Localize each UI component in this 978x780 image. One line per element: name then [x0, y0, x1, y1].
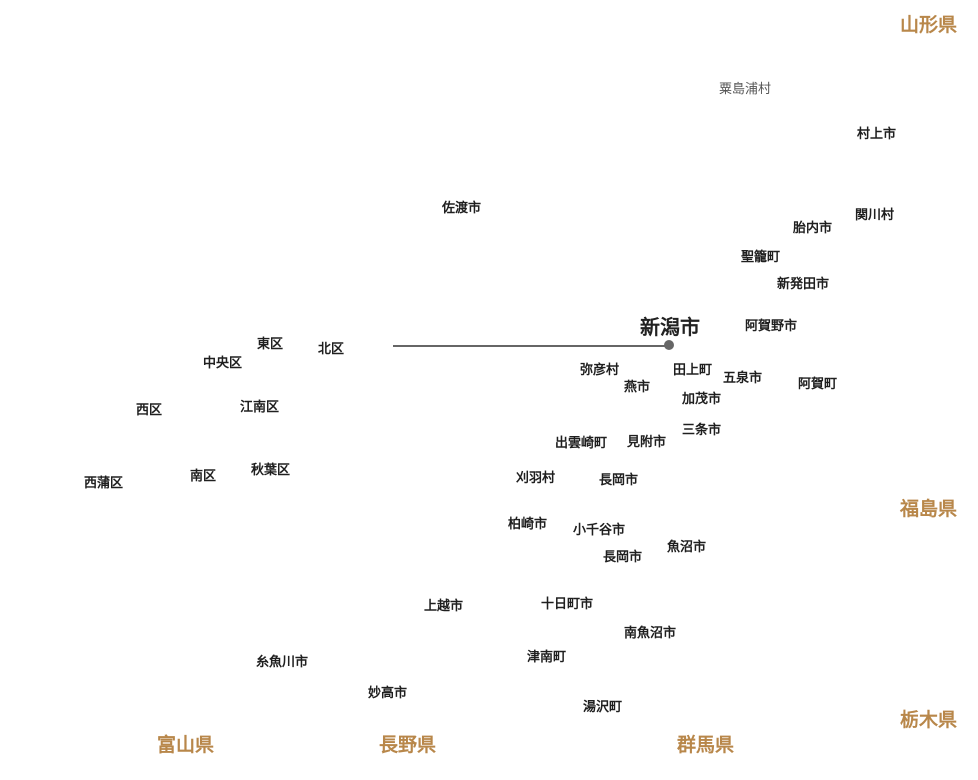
municipality-label-yuzawa[interactable]: 湯沢町 — [583, 700, 623, 715]
municipality-label-izumozaki[interactable]: 出雲崎町 — [555, 436, 608, 451]
municipality-label-gosen[interactable]: 五泉市 — [723, 371, 763, 386]
municipality-label-tsubame[interactable]: 燕市 — [624, 380, 651, 395]
municipality-label-itoigawa[interactable]: 糸魚川市 — [256, 655, 309, 670]
municipality-label-myoko[interactable]: 妙高市 — [368, 686, 408, 701]
highlighted-city-label[interactable]: 新潟市 — [640, 315, 700, 339]
ward-label-kita[interactable]: 北区 — [318, 342, 345, 357]
municipality-label-kamo[interactable]: 加茂市 — [682, 392, 722, 407]
municipality-label-sekikawa[interactable]: 関川村 — [855, 208, 895, 223]
municipality-label-shibata[interactable]: 新発田市 — [777, 277, 830, 292]
municipality-label-awashimaura[interactable]: 粟島浦村 — [719, 82, 772, 97]
ward-label-nishikan[interactable]: 西蒲区 — [84, 476, 124, 491]
municipality-label-seiro[interactable]: 聖籠町 — [741, 250, 781, 265]
prefecture-label-tochigi: 栃木県 — [900, 709, 958, 731]
prefecture-label-gunma: 群馬県 — [677, 734, 735, 756]
municipality-label-nagaoka-south[interactable]: 長岡市 — [603, 550, 643, 565]
ward-label-higashi[interactable]: 東区 — [257, 337, 284, 352]
municipality-label-kashiwazaki[interactable]: 柏崎市 — [508, 517, 548, 532]
municipality-label-joetsu[interactable]: 上越市 — [424, 599, 464, 614]
ward-label-minami[interactable]: 南区 — [190, 469, 217, 484]
ward-label-konan[interactable]: 江南区 — [240, 400, 280, 415]
municipality-label-ojiya[interactable]: 小千谷市 — [573, 523, 626, 538]
municipality-label-mitsuke[interactable]: 見附市 — [627, 435, 667, 450]
ward-label-chuo[interactable]: 中央区 — [203, 356, 243, 371]
prefecture-label-nagano: 長野県 — [379, 734, 437, 756]
municipality-label-agamachi[interactable]: 阿賀町 — [798, 377, 838, 392]
municipality-label-yahiko[interactable]: 弥彦村 — [580, 363, 620, 378]
municipality-label-tsunan[interactable]: 津南町 — [527, 650, 567, 665]
municipality-label-tainai[interactable]: 胎内市 — [793, 221, 833, 236]
prefecture-label-fukushima: 福島県 — [900, 498, 958, 520]
municipality-label-tagami[interactable]: 田上町 — [673, 363, 713, 378]
leader-line — [393, 345, 669, 347]
municipality-label-aganoshi[interactable]: 阿賀野市 — [745, 319, 798, 334]
prefecture-label-toyama: 富山県 — [157, 734, 215, 756]
municipality-label-tokamachi[interactable]: 十日町市 — [541, 597, 594, 612]
ward-label-nishi[interactable]: 西区 — [136, 403, 163, 418]
ward-label-akiha[interactable]: 秋葉区 — [251, 463, 291, 478]
municipality-label-minamiuonuma[interactable]: 南魚沼市 — [624, 626, 677, 641]
prefecture-label-yamagata: 山形県 — [900, 14, 958, 36]
location-marker[interactable] — [664, 340, 674, 350]
municipality-label-uonuma[interactable]: 魚沼市 — [667, 540, 707, 555]
municipality-label-sanjo[interactable]: 三条市 — [682, 423, 722, 438]
municipality-label-murakami[interactable]: 村上市 — [857, 127, 897, 142]
municipality-label-nagaoka[interactable]: 長岡市 — [599, 473, 639, 488]
municipality-label-sado[interactable]: 佐渡市 — [442, 201, 482, 216]
municipality-label-kariwa[interactable]: 刈羽村 — [516, 471, 556, 486]
